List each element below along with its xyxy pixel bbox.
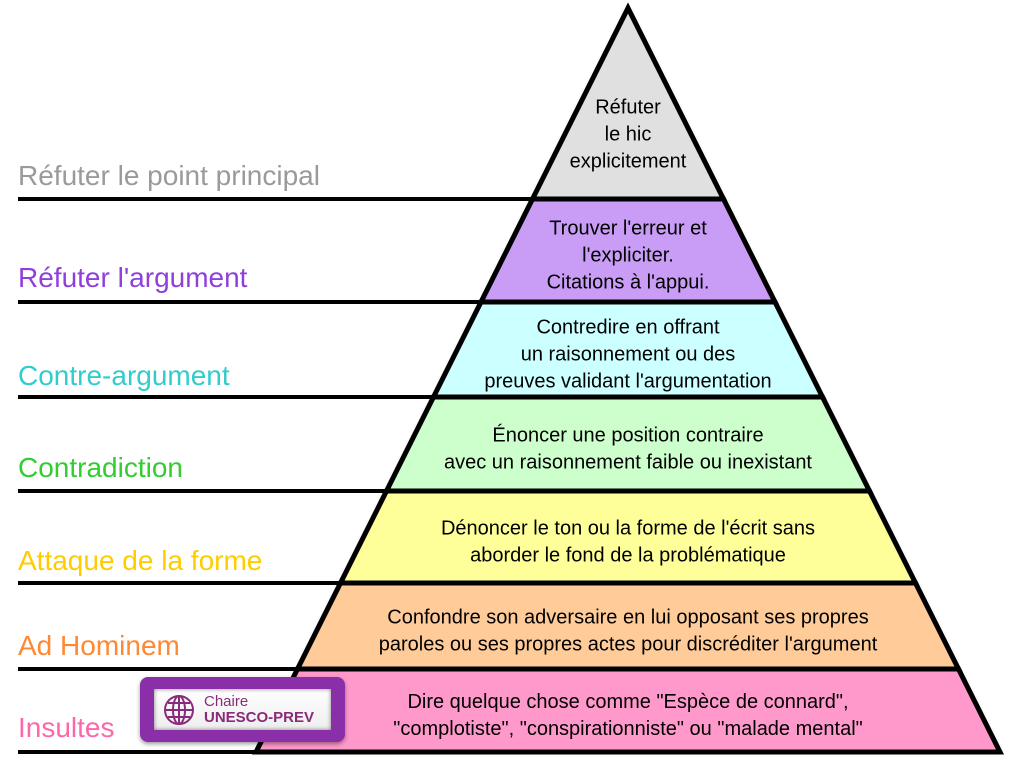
pyramid-level: Dénoncer le ton ou la forme de l'écrit s… xyxy=(18,488,920,586)
level-description-line: Réfuter xyxy=(595,97,661,119)
pyramid-level: Réfuter le hic explicitement Réfuter le poi… xyxy=(18,2,728,202)
level-label: Attaque de la forme xyxy=(18,545,262,576)
level-label: Contre-argument xyxy=(18,360,230,391)
level-description-line: avec un raisonnement faible ou inexistan… xyxy=(444,452,812,474)
logo-line2: UNESCO-PREV xyxy=(204,708,315,726)
globe-icon xyxy=(164,694,194,725)
unesco-prev-logo: Chaire UNESCO-PREV xyxy=(140,677,345,742)
level-description-line: Confondre son adversaire en lui opposant… xyxy=(387,607,868,629)
level-description-line: "complotiste", "conspirationniste" ou "m… xyxy=(393,718,863,740)
level-description-line: l'expliciter. xyxy=(582,245,674,267)
level-description-line: un raisonnement ou des xyxy=(521,344,736,366)
level-description-line: Contredire en offrant xyxy=(536,317,720,339)
level-label: Réfuter le point principal xyxy=(18,160,320,191)
pyramid-level: Dire quelque chose comme "Espèce de conn… xyxy=(18,666,1005,755)
pyramid-level: Trouver l'erreur et l'expliciter. Citation… xyxy=(18,196,780,305)
level-description-line: Citations à l'appui. xyxy=(547,272,710,294)
level-description-line: le hic xyxy=(605,124,652,146)
level-description-line: explicitement xyxy=(570,151,687,173)
pyramid-level: Confondre son adversaire en lui opposant… xyxy=(18,580,963,672)
level-label: Contradiction xyxy=(18,452,183,483)
level-description-line: paroles ou ses propres actes pour discré… xyxy=(379,634,878,656)
logo-line1: Chaire xyxy=(204,692,249,710)
pyramid-level: Contredire en offrant un raisonnement ou … xyxy=(18,299,827,400)
level-description-line: Trouver l'erreur et xyxy=(549,218,707,240)
level-description-line: preuves validant l'argumentation xyxy=(484,371,771,393)
pyramid-level: Énoncer une position contraire avec un ra… xyxy=(18,394,874,494)
level-description-line: Énoncer une position contraire xyxy=(492,424,763,447)
level-label: Insultes xyxy=(18,712,115,743)
level-label: Ad Hominem xyxy=(18,630,180,661)
level-description-line: Dénoncer le ton ou la forme de l'écrit s… xyxy=(441,518,815,540)
level-description-line: Dire quelque chose comme "Espèce de conn… xyxy=(407,691,848,713)
level-description-line: aborder le fond de la problématique xyxy=(470,545,786,567)
level-label: Réfuter l'argument xyxy=(18,262,248,293)
